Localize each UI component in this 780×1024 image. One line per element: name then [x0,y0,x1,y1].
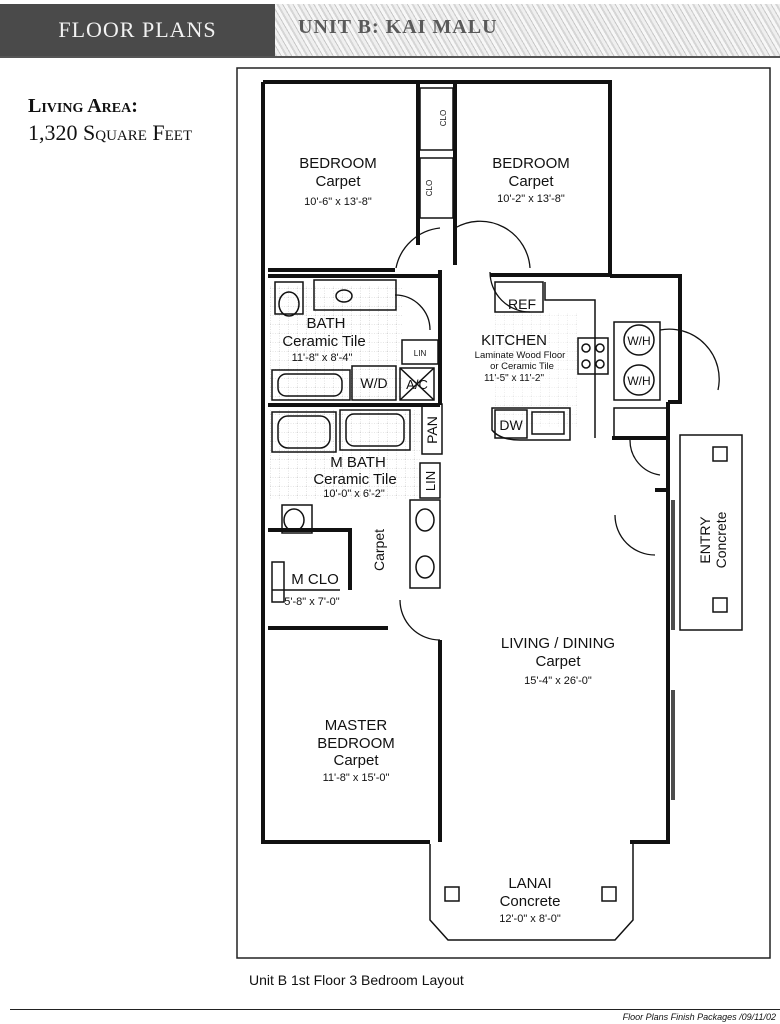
kitchen-finish-2: or Ceramic Tile [490,361,554,372]
lanai-dims: 12'-0" x 8'-0" [499,913,561,925]
entry-name: ENTRY [697,516,713,564]
bedroom-left-name: BEDROOM [299,155,377,172]
living-dining-finish: Carpet [535,653,581,670]
mclo-name: M CLO [291,571,339,588]
bath-tile-floor [270,285,402,400]
footer-rule [10,1009,780,1010]
wh-label-1: W/H [627,334,650,348]
lin-label-lower: LIN [423,471,438,491]
mbath-finish: Ceramic Tile [313,471,396,488]
hall-finish: Carpet [371,529,387,571]
mclo-dims: 5'-8" x 7'-0" [284,596,340,608]
bath-dims: 11'-8" x 8'-4" [292,352,353,364]
dw-label: DW [499,417,523,433]
living-dining-name: LIVING / DINING [501,635,615,652]
door-swings [394,220,720,641]
thin-walls [271,87,743,941]
master-bedroom-name-1: MASTER [325,717,388,734]
bedroom-right-name: BEDROOM [492,155,570,172]
ac-label: A/C [406,377,428,392]
walls [261,80,682,844]
wh-label-2: W/H [627,374,650,388]
plan-caption: Unit B 1st Floor 3 Bedroom Layout [249,972,464,988]
unit-title: UNIT B: KAI MALU [298,16,498,38]
master-bedroom-dims: 11'-8" x 15'-0" [323,772,390,784]
wd-label: W/D [360,375,387,391]
mbath-dims: 10'-0" x 6'-2" [323,488,385,500]
bath-name: BATH [307,315,346,332]
living-area-value: 1,320 Square Feet [28,120,193,145]
master-bedroom-name-2: BEDROOM [317,735,395,752]
entry-finish: Concrete [713,511,729,568]
bedroom-right-finish: Carpet [508,173,554,190]
living-dining-dims: 15'-4" x 26'-0" [524,675,592,687]
kitchen-name: KITCHEN [481,332,547,349]
master-bedroom-finish: Carpet [333,752,379,769]
kitchen-finish-1: Laminate Wood Floor [475,350,566,361]
clo-label-lower: CLO [425,180,434,196]
ref-label: REF [508,296,536,312]
kitchen-dims: 11'-5" x 11'-2" [484,373,544,384]
header-band [275,4,780,56]
pan-label: PAN [424,416,440,444]
plan-frame [236,67,771,959]
bedroom-right-dims: 10'-2" x 13'-8" [497,193,565,205]
bath-finish: Ceramic Tile [282,333,365,350]
lanai-name: LANAI [508,875,551,892]
mbath-tile-floor [270,410,420,500]
living-area-label: Living Area: [28,95,138,117]
bedroom-left-dims: 10'-6" x 13'-8" [304,196,372,208]
clo-label-upper: CLO [439,110,448,126]
lanai-finish: Concrete [500,893,561,910]
lin-label-upper: LIN [414,349,427,358]
header-rule [0,56,780,58]
section-title: FLOOR PLANS [0,4,275,56]
footer-note: Floor Plans Finish Packages /09/11/02 [622,1012,776,1022]
mbath-name: M BATH [330,454,386,471]
bedroom-left-finish: Carpet [315,173,361,190]
